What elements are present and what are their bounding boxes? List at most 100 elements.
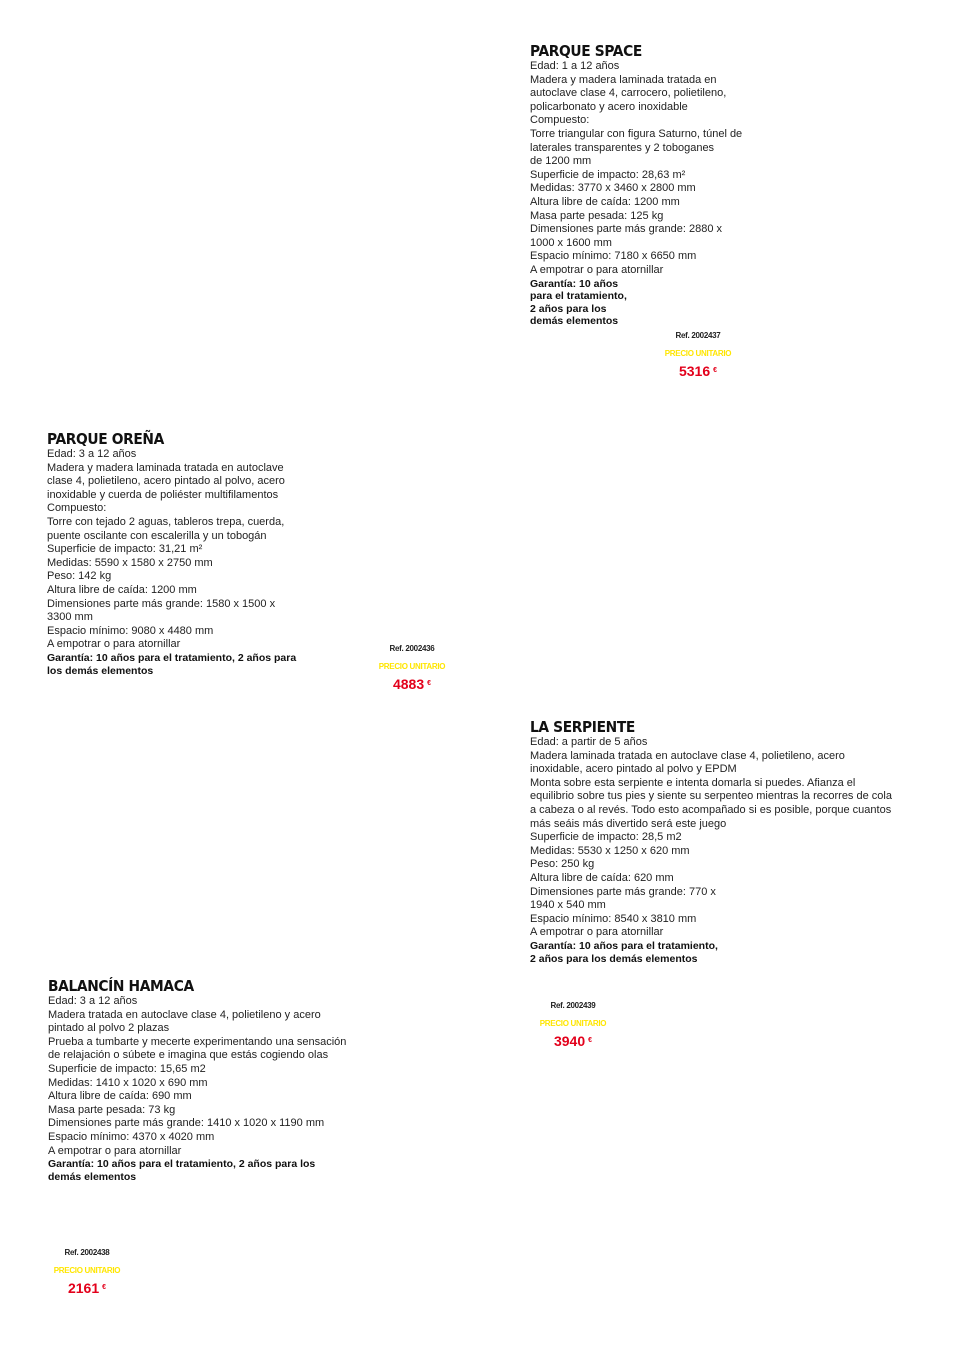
- description-line: Madera y madera laminada tratada en: [530, 73, 717, 86]
- product-ref: Ref. 2002436: [389, 644, 435, 653]
- description-line: Espacio mínimo: 4370 x 4020 mm: [48, 1130, 215, 1143]
- product-ref: Ref. 2002438: [64, 1248, 110, 1257]
- description-line: Altura libre de caída: 1200 mm: [530, 195, 680, 208]
- description-line: autoclave clase 4, carrocero, polietilen…: [530, 87, 727, 100]
- description-line: Edad: a partir de 5 años: [530, 736, 648, 748]
- description-line: A empotrar o para atornillar: [530, 926, 664, 939]
- price-box-parque-space: Ref. 2002437 PRECIO UNITARIO 5316€: [653, 331, 743, 379]
- product-title: LA SERPIENTE: [530, 718, 635, 736]
- description-line: A empotrar o para atornillar: [48, 1144, 182, 1157]
- description-line: laterales transparentes y 2 toboganes: [530, 141, 715, 154]
- description-line: equilibrio sobre tus pies y siente su se…: [530, 790, 892, 803]
- description-line: Peso: 142 kg: [47, 570, 112, 583]
- description-line: Medidas: 1410 x 1020 x 690 mm: [48, 1076, 208, 1089]
- description-line: Madera tratada en autoclave clase 4, pol…: [48, 1008, 321, 1021]
- warranty-line: para el tratamiento,: [530, 290, 627, 303]
- price-value: 5316: [678, 363, 711, 379]
- description-line: pintado al polvo 2 plazas: [48, 1022, 170, 1035]
- currency-symbol: €: [588, 1037, 593, 1044]
- price-value: 2161: [67, 1280, 100, 1296]
- description-line: Masa parte pesada: 73 kg: [48, 1103, 176, 1116]
- warranty-line: demás elementos: [48, 1170, 137, 1183]
- product-warranty: Garantía: 10 años para el tratamiento, 2…: [47, 652, 296, 677]
- description-line: clase 4, polietileno, acero pintado al p…: [47, 475, 285, 488]
- description-line: Medidas: 5590 x 1580 x 2750 mm: [47, 556, 213, 569]
- description-line: Monta sobre esta serpiente e intenta dom…: [530, 776, 856, 789]
- description-line: inoxidable, acero pintado al polvo y EPD…: [530, 763, 737, 776]
- currency-symbol: €: [427, 680, 432, 687]
- description-line: Espacio mínimo: 8540 x 3810 mm: [530, 912, 697, 925]
- description-line: Dimensiones parte más grande: 1580 x 150…: [47, 597, 276, 610]
- price-label: PRECIO UNITARIO: [378, 662, 446, 671]
- product-warranty: Garantía: 10 años para el tratamiento, 2…: [48, 1158, 346, 1183]
- product-ref: Ref. 2002437: [675, 331, 721, 340]
- warranty-line: demás elementos: [530, 315, 619, 328]
- price-box-balancin-hamaca: Ref. 2002438 PRECIO UNITARIO 2161€: [42, 1248, 132, 1296]
- warranty-line: Garantía: 10 años para el tratamiento, 2…: [48, 1158, 316, 1171]
- description-line: a cabeza o al revés. Todo esto acompañad…: [530, 803, 892, 816]
- description-line: Torre triangular con figura Saturno, tún…: [530, 127, 743, 140]
- description-line: Compuesto:: [47, 502, 107, 515]
- description-line: Masa parte pesada: 125 kg: [530, 209, 664, 222]
- warranty-line: 2 años para los: [530, 302, 607, 315]
- description-line: Espacio mínimo: 7180 x 6650 mm: [530, 250, 697, 263]
- description-line: 3300 mm: [47, 611, 93, 624]
- warranty-line: Garantía: 10 años: [530, 277, 619, 290]
- currency-symbol: €: [713, 367, 718, 374]
- description-line: 1000 x 1600 mm: [530, 236, 612, 249]
- description-line: Superficie de impacto: 15,65 m2: [48, 1062, 206, 1075]
- warranty-line: Garantía: 10 años para el tratamiento,: [530, 939, 718, 952]
- description-line: Superficie de impacto: 31,21 m²: [47, 543, 203, 556]
- price: 4883€: [367, 676, 457, 692]
- price-label: PRECIO UNITARIO: [539, 1019, 607, 1028]
- description-line: Peso: 250 kg: [530, 858, 595, 871]
- price: 5316€: [653, 363, 743, 379]
- warranty-line: 2 años para los demás elementos: [530, 952, 698, 965]
- price-box-la-serpiente: Ref. 2002439 PRECIO UNITARIO 3940€: [528, 1001, 618, 1049]
- description-line: Edad: 1 a 12 años: [530, 60, 620, 72]
- description-line: policarbonato y acero inoxidable: [530, 100, 688, 113]
- description-line: Medidas: 5530 x 1250 x 620 mm: [530, 844, 690, 857]
- description-line: Altura libre de caída: 620 mm: [530, 871, 674, 884]
- price-value: 3940: [553, 1033, 586, 1049]
- description-line: puente oscilante con escalerilla y un to…: [47, 529, 267, 542]
- description-line: Altura libre de caída: 1200 mm: [47, 583, 197, 596]
- description-line: Dimensiones parte más grande: 1410 x 102…: [48, 1117, 325, 1130]
- description-line: Edad: 3 a 12 años: [48, 995, 138, 1007]
- description-line: Dimensiones parte más grande: 770 x: [530, 885, 716, 898]
- description-line: Torre con tejado 2 aguas, tableros trepa…: [47, 515, 285, 528]
- price: 2161€: [42, 1280, 132, 1296]
- description-line: A empotrar o para atornillar: [530, 263, 664, 276]
- price-box-parque-orena: Ref. 2002436 PRECIO UNITARIO 4883€: [367, 644, 457, 692]
- description-line: Superficie de impacto: 28,5 m2: [530, 831, 682, 844]
- description-line: Madera y madera laminada tratada en auto…: [47, 461, 284, 474]
- description-line: de 1200 mm: [530, 155, 592, 168]
- product-title: PARQUE SPACE: [530, 42, 642, 60]
- description-line: más seáis más divertido será este juego: [530, 817, 727, 830]
- product-ref: Ref. 2002439: [550, 1001, 596, 1010]
- description-line: inoxidable y cuerda de poliéster multifi…: [47, 488, 279, 501]
- description-line: Medidas: 3770 x 3460 x 2800 mm: [530, 182, 696, 195]
- description-line: Prueba a tumbarte y mecerte experimentan…: [48, 1035, 347, 1048]
- product-title: PARQUE OREÑA: [47, 430, 164, 448]
- price-label: PRECIO UNITARIO: [664, 349, 732, 358]
- description-line: Dimensiones parte más grande: 2880 x: [530, 223, 722, 236]
- warranty-line: los demás elementos: [47, 664, 154, 677]
- description-line: Compuesto:: [530, 114, 590, 127]
- description-line: Espacio mínimo: 9080 x 4480 mm: [47, 624, 214, 637]
- price: 3940€: [528, 1033, 618, 1049]
- description-line: Altura libre de caída: 690 mm: [48, 1090, 192, 1103]
- description-line: Superficie de impacto: 28,63 m²: [530, 168, 686, 181]
- description-line: de relajación o súbete e imagina que est…: [48, 1049, 329, 1062]
- warranty-line: Garantía: 10 años para el tratamiento, 2…: [47, 651, 297, 664]
- price-label: PRECIO UNITARIO: [53, 1266, 121, 1275]
